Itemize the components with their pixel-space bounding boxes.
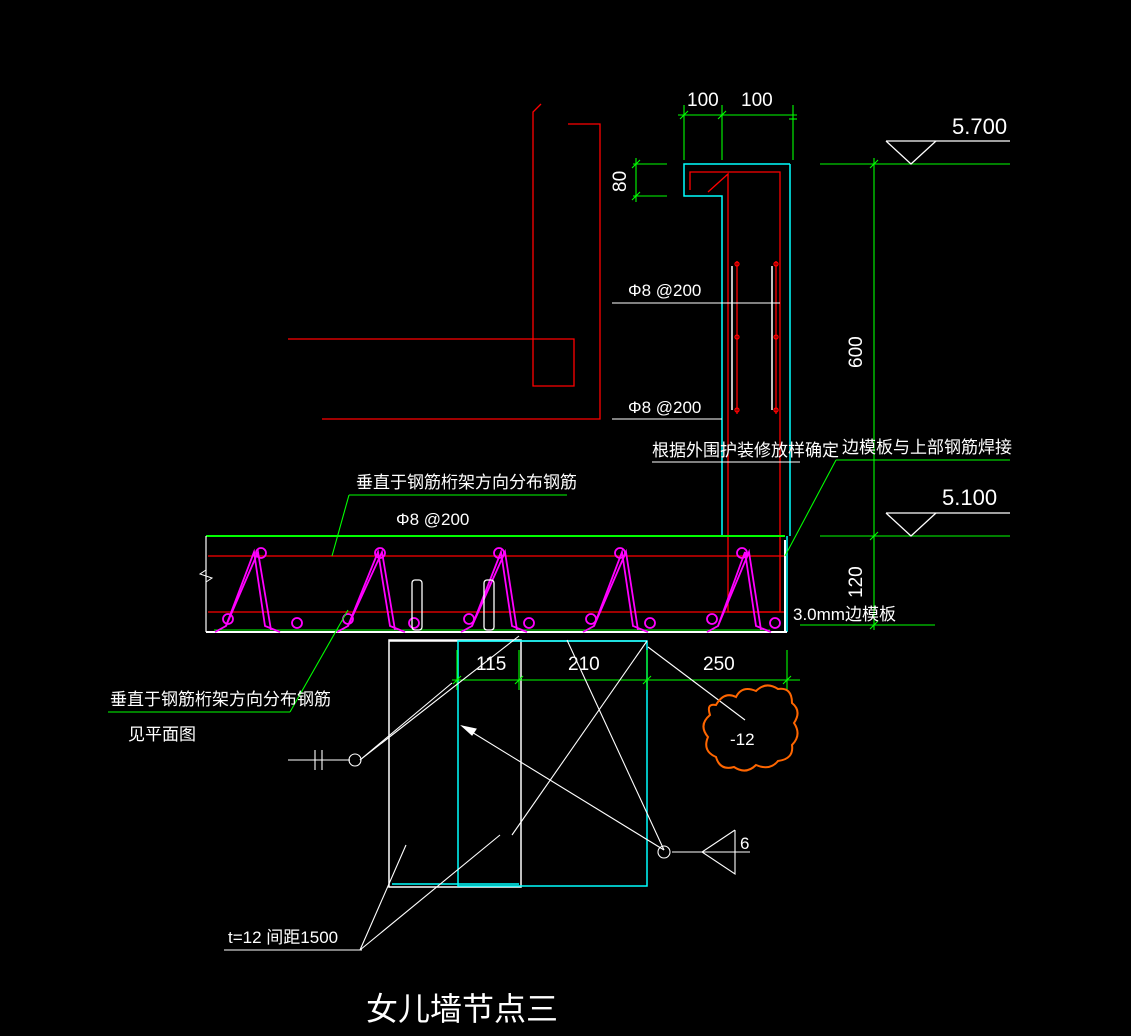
edge-form-label: 3.0mm边模板 [793, 605, 896, 624]
plate-label: -12 [730, 730, 755, 749]
slab-rebar-label: Φ8 @200 [396, 510, 469, 529]
dist-rebar-bottom-label: 垂直于钢筋桁架方向分布钢筋 [110, 690, 331, 709]
see-plan-label: 见平面图 [128, 725, 196, 744]
weld-size-label: 6 [740, 834, 749, 853]
dim-80: 80 [610, 171, 631, 192]
level-5100: 5.100 [942, 485, 997, 510]
stiffener-label: t=12 间距1500 [228, 928, 338, 947]
dim-600: 600 [846, 336, 867, 368]
dim-115: 115 [476, 654, 506, 675]
dim-210: 210 [568, 654, 600, 675]
steel-beam [388, 639, 648, 888]
dim-100-right: 100 [741, 90, 773, 111]
edge-weld-note: 边模板与上部钢筋焊接 [842, 438, 1012, 457]
dim-100-left: 100 [687, 90, 719, 111]
level-5700: 5.700 [952, 114, 1007, 139]
rebar-label-1: Φ8 @200 [628, 281, 701, 300]
dim-120: 120 [846, 566, 867, 598]
parapet-inner-bars [731, 266, 773, 410]
dim-250: 250 [703, 654, 735, 675]
section-break-icon [198, 569, 214, 583]
parapet-rebar [689, 171, 781, 613]
rebar-truss [214, 547, 781, 633]
dist-rebar-top-label: 垂直于钢筋桁架方向分布钢筋 [356, 473, 577, 492]
leader-lines [224, 302, 800, 951]
wall-profile-left [288, 103, 601, 420]
level-marker-icon [885, 140, 1010, 537]
dimension-lines [452, 105, 1010, 690]
green-leaders [108, 459, 1010, 713]
revision-cloud-icon [702, 684, 799, 772]
rebar-label-2: Φ8 @200 [628, 398, 701, 417]
shear-studs [411, 579, 495, 631]
decoration-note: 根据外围护装修放样确定 [652, 441, 839, 460]
drawing-title: 女儿墙节点三 [366, 991, 558, 1027]
slab [205, 535, 787, 633]
